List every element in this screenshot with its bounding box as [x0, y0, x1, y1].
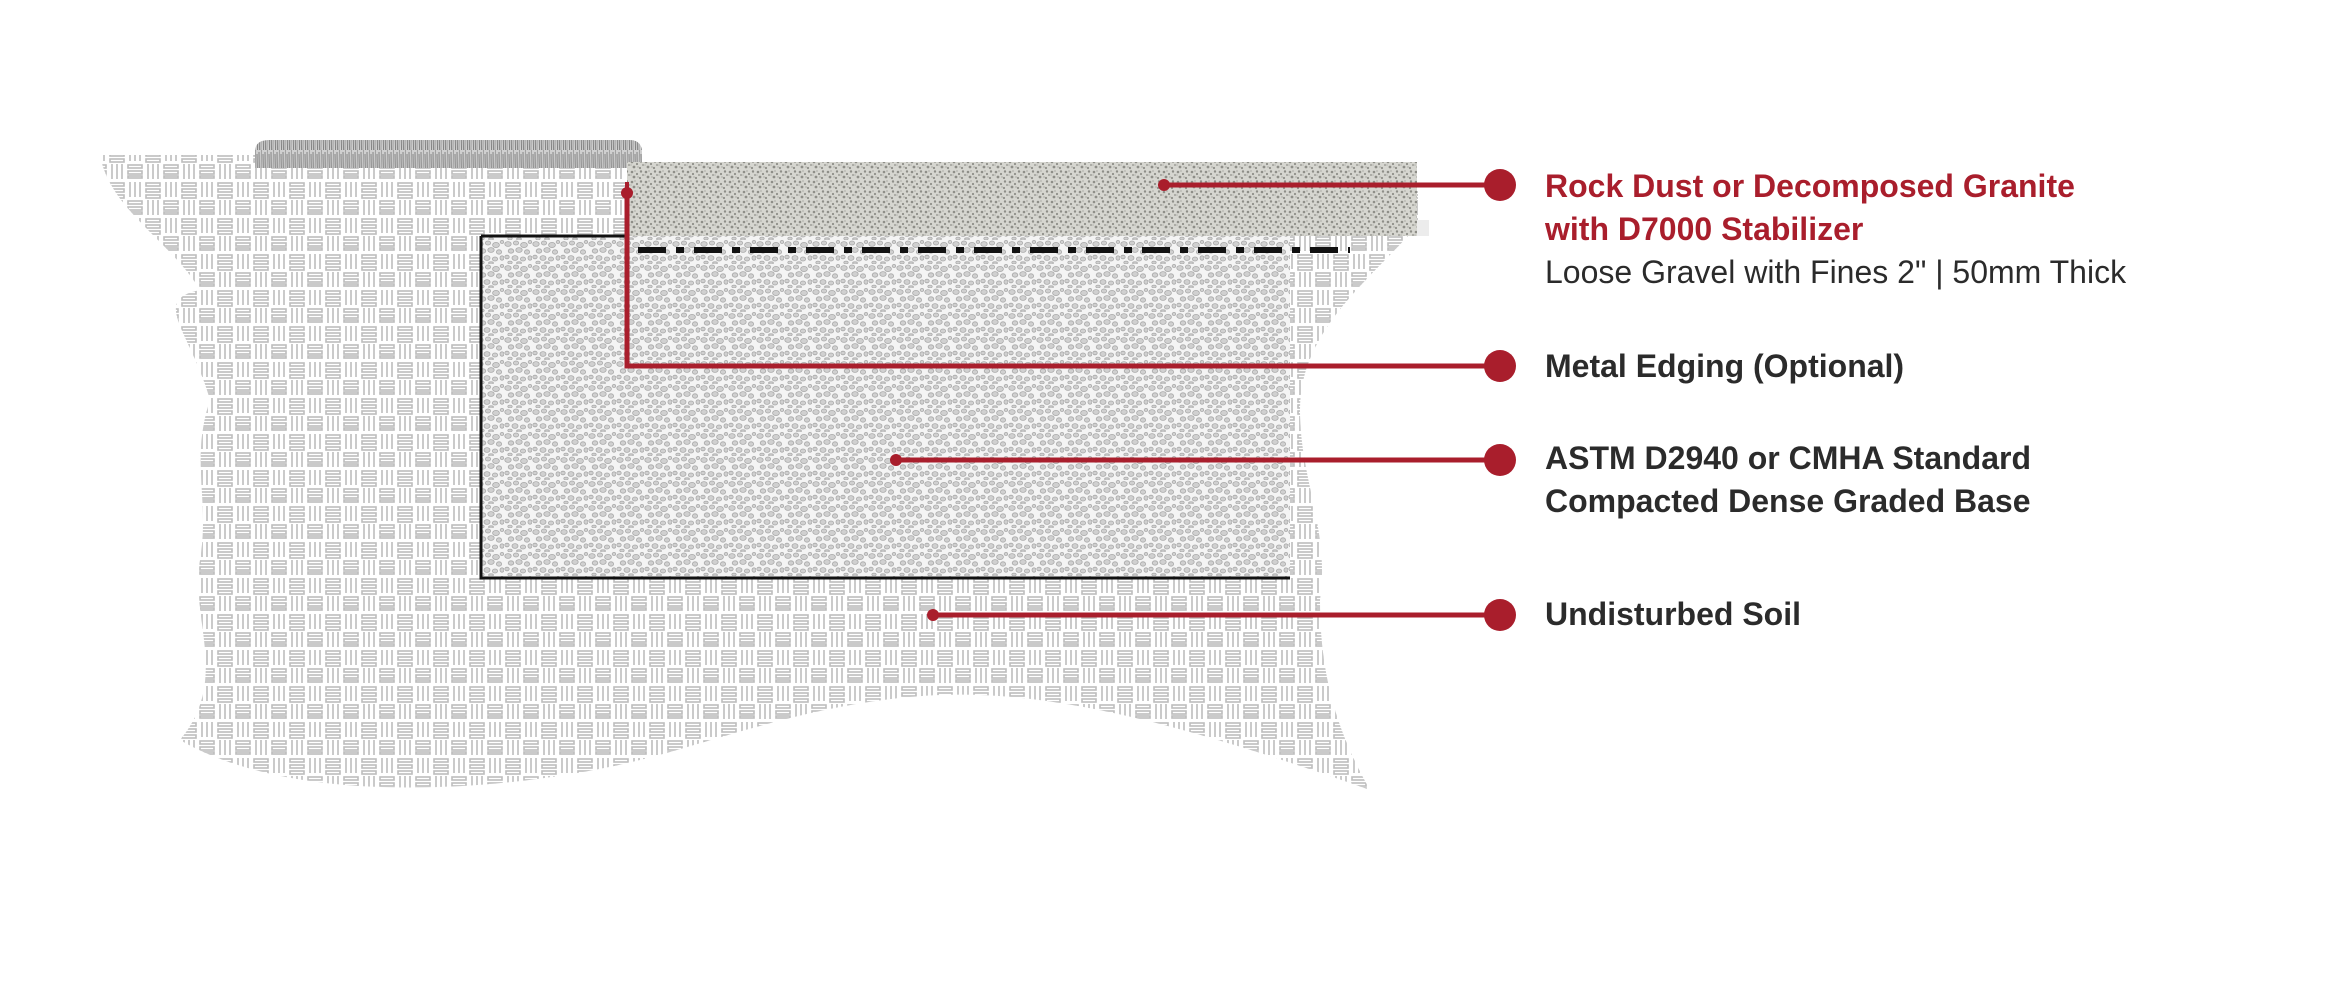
surface-layer-edge: [1417, 220, 1429, 236]
edging-label: Metal Edging (Optional): [1545, 345, 1904, 388]
surface-label-detail: Loose Gravel with Fines 2" | 50mm Thick: [1545, 254, 2127, 290]
surface-layer: [627, 162, 1417, 236]
leader-surface: [1158, 169, 1516, 201]
surface-label-line1: Rock Dust or Decomposed Granite: [1545, 168, 2075, 204]
base-layer: [481, 236, 1290, 578]
base-label-line2: Compacted Dense Graded Base: [1545, 483, 2031, 519]
soil-label: Undisturbed Soil: [1545, 593, 1801, 636]
leader-soil: [927, 599, 1516, 631]
soil-label-line1: Undisturbed Soil: [1545, 596, 1801, 632]
leader-edging: [621, 187, 1516, 382]
surface-layer-label: Rock Dust or Decomposed Granite with D70…: [1545, 165, 2126, 294]
base-label-line1: ASTM D2940 or CMHA Standard: [1545, 440, 2031, 476]
grass-strip: [255, 140, 642, 168]
leader-base: [890, 444, 1516, 476]
surface-label-line2: with D7000 Stabilizer: [1545, 211, 1864, 247]
base-border: [479, 236, 1290, 580]
base-layer-label: ASTM D2940 or CMHA Standard Compacted De…: [1545, 437, 2031, 523]
edging-label-line1: Metal Edging (Optional): [1545, 348, 1905, 384]
